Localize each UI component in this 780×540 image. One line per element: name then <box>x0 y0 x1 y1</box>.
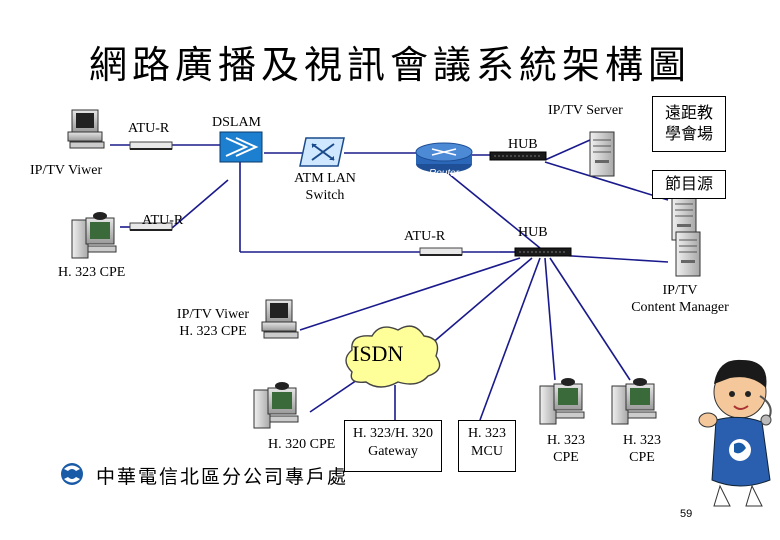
viewer-h323-cpe-label: IP/TV Viwer H. 323 CPE <box>164 306 262 340</box>
ip-tv-content-manager-label: IP/TV Content Manager <box>618 282 742 316</box>
h323-cpe-left-label: H. 323 CPE <box>58 265 126 280</box>
h323-cpe-a-line1: H. 323 <box>546 433 586 448</box>
gateway-box-line2: Gateway <box>368 444 418 459</box>
company-name: 中華電信北區分公司專戶處 <box>96 467 349 488</box>
atu-r-top-modem-icon <box>129 141 173 150</box>
router-icon <box>415 142 473 173</box>
ip-tv-server-icon <box>589 131 615 177</box>
ip-tv-viewer-label: IP/TV Viwer <box>30 163 103 178</box>
hub-mid-icon <box>514 247 572 257</box>
pc-h320-cpe-icon <box>253 381 299 429</box>
pc-top-left-icon <box>67 109 105 149</box>
atu-r-top-label: ATU-R <box>128 121 170 136</box>
h323-cpe-a-line2: CPE <box>553 450 579 465</box>
page-number: 59 <box>680 508 693 520</box>
ip-tv-server-label: IP/TV Server <box>548 103 623 118</box>
mcu-box-line2: MCU <box>471 444 503 459</box>
hub-top-label: HUB <box>508 137 538 152</box>
atu-r-mid-modem-icon <box>419 247 463 256</box>
h323-cpe-b-line1: H. 323 <box>622 433 662 448</box>
dslam-label: DSLAM <box>212 115 262 130</box>
atm-lan-switch-label-line1: ATM LAN <box>294 171 356 186</box>
h323-cpe-b-line2: CPE <box>629 450 655 465</box>
hub-top-icon <box>489 151 547 161</box>
pc-left-workstation-icon <box>71 211 117 259</box>
content-manager-label-line2: Content Manager <box>631 300 729 315</box>
content-manager-server-icon <box>675 231 701 277</box>
program-source-box: 節目源 <box>652 170 726 199</box>
company-logo-icon <box>61 463 83 485</box>
viewer-h323-label-line1: IP/TV Viwer <box>176 307 250 322</box>
atu-r-mid-label: ATU-R <box>404 229 446 244</box>
h320-cpe-label: H. 320 CPE <box>268 437 336 452</box>
mcu-box: H. 323 MCU <box>458 420 516 472</box>
mascot-illustration <box>698 359 772 507</box>
pc-h323-cpe-b-icon <box>611 377 657 425</box>
dslam-icon <box>219 131 263 163</box>
content-manager-label-line1: IP/TV <box>662 283 698 298</box>
atm-lan-switch-label: ATM LAN Switch <box>280 170 370 204</box>
atm-lan-switch-icon <box>299 137 345 167</box>
pc-viewer-h323-icon <box>261 299 299 339</box>
atm-lan-switch-label-line2: Switch <box>305 188 345 203</box>
h323-cpe-a-label: H. 323 CPE <box>540 432 592 466</box>
pc-h323-cpe-a-icon <box>539 377 585 425</box>
isdn-label: ISDN <box>352 341 404 366</box>
mcu-box-line1: H. 323 <box>467 426 507 441</box>
remote-venue-box: 遠距教學會場 <box>652 96 726 152</box>
atu-r-left-label: ATU-R <box>142 213 184 228</box>
isdn-cloud-icon <box>345 325 441 388</box>
hub-mid-label: HUB <box>518 225 548 240</box>
gateway-box: H. 323/H. 320 Gateway <box>344 420 442 472</box>
page-title: 網路廣播及視訊會議系統架構圖 <box>88 45 691 87</box>
h323-cpe-b-label: H. 323 CPE <box>616 432 668 466</box>
connection-lines <box>110 139 669 421</box>
router-label: Router <box>429 168 460 179</box>
gateway-box-line1: H. 323/H. 320 <box>352 426 434 441</box>
viewer-h323-label-line2: H. 323 CPE <box>179 324 247 339</box>
